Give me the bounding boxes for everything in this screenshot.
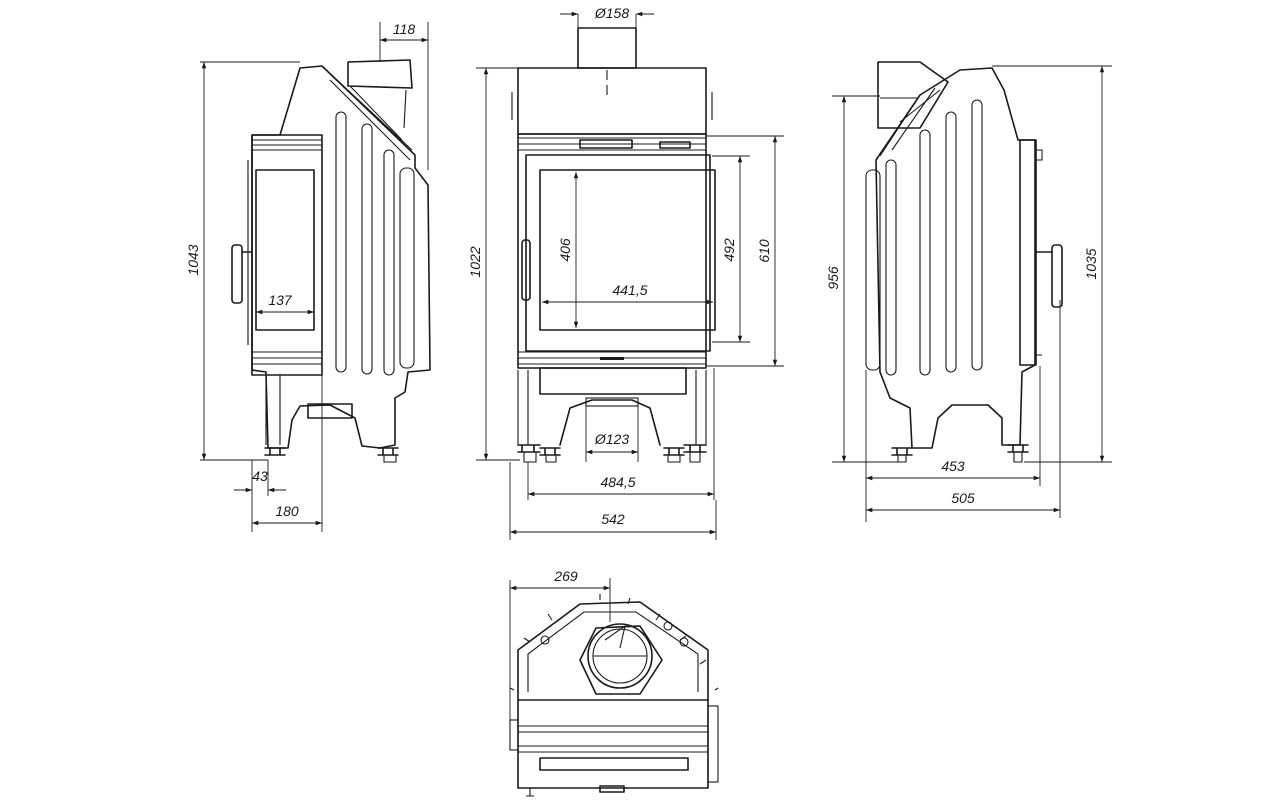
dim-base-depth: 180 <box>275 503 299 519</box>
top-view <box>509 594 719 797</box>
dim-right-height-total: 1035 <box>1083 248 1099 279</box>
dim-right-height-body: 956 <box>825 266 841 290</box>
dim-glass-width: 137 <box>268 292 293 308</box>
dim-glass-height: 406 <box>557 238 573 262</box>
left-dimensions: 1043 118 137 43 180 <box>185 21 429 532</box>
dim-flue-diameter: Ø158 <box>594 5 629 21</box>
dim-side-height-total: 1043 <box>185 244 201 275</box>
front-view <box>511 27 716 463</box>
dim-front-height-total: 1022 <box>467 246 483 277</box>
dim-door-height: 610 <box>756 239 772 263</box>
dim-top-flue-offset: 269 <box>553 568 578 584</box>
side-view-left <box>231 59 431 463</box>
side-view-right <box>865 61 1063 463</box>
dim-opening-height: 492 <box>721 238 737 262</box>
dim-glass-width-front: 441,5 <box>612 282 647 298</box>
front-dimensions: Ø158 1022 406 441,5 492 610 Ø123 484,5 5… <box>467 5 784 540</box>
dim-outer-width: 542 <box>601 511 625 527</box>
top-dimensions: 269 <box>509 568 611 720</box>
dim-leg-width: 43 <box>252 468 268 484</box>
dim-air-inlet-diameter: Ø123 <box>594 431 629 447</box>
dim-right-depth-body: 453 <box>941 458 965 474</box>
dim-flue-offset: 118 <box>393 21 416 37</box>
dim-inner-width: 484,5 <box>600 474 635 490</box>
dim-right-depth-total: 505 <box>951 490 975 506</box>
right-dimensions: 956 1035 453 505 <box>825 65 1112 522</box>
